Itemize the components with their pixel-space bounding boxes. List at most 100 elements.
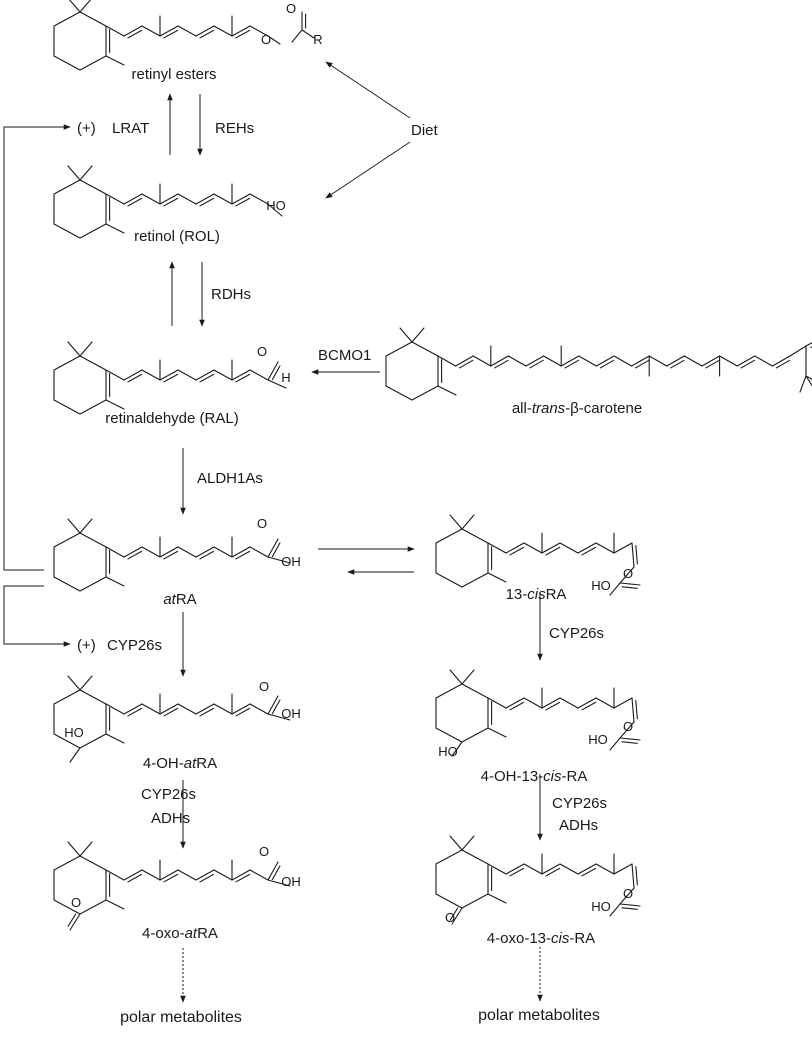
bond — [231, 703, 251, 715]
bond — [577, 542, 597, 554]
bond — [595, 542, 615, 554]
bond — [53, 576, 81, 592]
carboxyl-oh — [267, 879, 291, 887]
atom-ral-h: H — [281, 370, 291, 385]
bond — [79, 899, 107, 915]
bond — [435, 572, 463, 588]
methyl — [461, 514, 475, 530]
bond — [523, 697, 543, 709]
double-bond — [199, 29, 215, 39]
bond — [79, 355, 107, 371]
bond — [249, 703, 269, 715]
bond — [53, 399, 81, 415]
enzyme-lrat: LRAT — [112, 120, 150, 137]
ester-o — [267, 35, 281, 45]
methyl — [487, 893, 507, 904]
bond — [505, 542, 525, 554]
bond — [523, 542, 543, 554]
feedback-cyp-line — [3, 585, 71, 647]
bond — [619, 737, 641, 741]
bond — [213, 546, 233, 558]
double-bond — [635, 700, 638, 720]
double-bond — [235, 197, 251, 207]
bond — [577, 697, 597, 709]
label-4-oh-13-cis-ra: 4-OH-13-cis-RA — [480, 768, 588, 785]
methyl — [805, 375, 812, 387]
bond — [435, 893, 463, 909]
label-4-oxo-13-cis-ra: 4-oxo-13-cis-RA — [486, 930, 596, 947]
bond — [267, 538, 279, 558]
bond — [525, 355, 545, 367]
double-bond — [599, 359, 615, 369]
bond — [249, 193, 269, 205]
double-bond — [509, 546, 525, 556]
bond — [595, 697, 615, 709]
bond — [159, 546, 179, 558]
enzyme-bcmo1: BCMO1 — [318, 347, 372, 364]
carboxyl-oh — [609, 737, 621, 751]
double-bond — [199, 873, 215, 883]
methyl — [437, 385, 457, 396]
methyl — [67, 518, 81, 534]
bond — [79, 855, 107, 871]
bond — [461, 849, 489, 865]
13-cis-ra-structure — [435, 514, 641, 596]
double-bond — [449, 907, 459, 921]
source-diet: Diet — [411, 122, 438, 139]
double-bond — [775, 359, 791, 369]
4-oxo-13-cis-ra-structure — [435, 835, 641, 925]
bond — [631, 863, 635, 889]
methyl — [799, 375, 807, 393]
double-bond — [529, 359, 544, 369]
bond — [123, 369, 143, 381]
bond — [159, 869, 179, 881]
4-oxo-atra-structure — [53, 841, 291, 931]
methyl — [105, 55, 125, 66]
atom-ohcis-ho: HO — [588, 732, 608, 747]
carboxyl-c — [619, 566, 635, 584]
bond — [105, 369, 125, 381]
bond — [213, 703, 233, 715]
bond — [123, 193, 143, 205]
double-bond — [163, 197, 179, 207]
bond — [159, 25, 179, 37]
double-bond — [621, 741, 638, 744]
bond — [195, 546, 215, 558]
methyl — [449, 514, 463, 530]
label-13-cis-ra: 13-cisRA — [505, 586, 567, 603]
double-bond — [67, 913, 77, 927]
feedback-lrat-line — [3, 124, 71, 571]
atom-ohat-ring-ho: HO — [64, 725, 84, 740]
double-bond — [581, 546, 597, 556]
bond — [105, 546, 125, 558]
bond — [267, 361, 279, 381]
label-beta-carotene: all-trans-β-carotene — [511, 400, 643, 417]
double-bond — [199, 550, 215, 560]
bond — [177, 25, 197, 37]
methyl — [399, 327, 413, 343]
label-retinol: retinol (ROL) — [134, 228, 220, 245]
double-bond — [127, 29, 143, 39]
bond — [543, 355, 562, 367]
feedback-plus-lrat: (+) — [77, 120, 96, 137]
enzyme-rdhs: RDHs — [211, 286, 251, 303]
arrow-diet-retinol — [325, 141, 411, 199]
bond — [577, 863, 597, 875]
atom-atra-oh: OH — [281, 554, 301, 569]
bond — [141, 25, 161, 37]
bond — [613, 697, 633, 709]
double-bond — [545, 701, 561, 711]
bond — [195, 369, 215, 381]
bond — [435, 849, 463, 865]
bond — [805, 342, 812, 347]
double-bond — [127, 197, 143, 207]
label-4-oh-atra: 4-OH-atRA — [142, 755, 218, 772]
beta-carotene-structure — [385, 327, 812, 401]
atom-ester-carbonyl-o: O — [285, 1, 297, 16]
bond — [159, 703, 179, 715]
atom-oxocis-ring-o: O — [444, 910, 456, 925]
atom-ohat-o: O — [258, 679, 270, 694]
feedback-plus-cyp: (+) — [77, 637, 96, 654]
atom-oxoat-oh: OH — [281, 874, 301, 889]
methyl — [461, 669, 475, 685]
